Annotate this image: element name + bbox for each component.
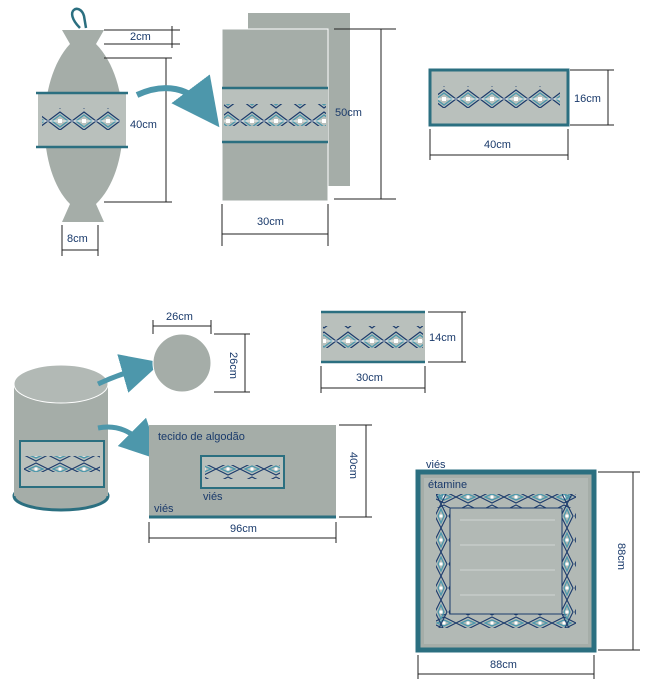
side-panel-height: 40cm [347,452,359,479]
square-border-right [562,494,576,628]
side-panel-title: tecido de algodão [158,431,245,443]
square-cloth-width: 88cm [490,659,517,671]
gift-bag-bottom-width: 8cm [67,233,88,245]
gift-bag [36,7,128,222]
embroidery-strip-dimensions: 16cm 40cm [429,69,614,160]
cylinder-lid-height: 26cm [227,352,239,379]
fabric-panel-dimensions: 50cm 30cm [221,28,396,246]
cotton-side-panel: tecido de algodão viés viés [149,425,336,519]
square-cloth-dimensions: 88cm 88cm [417,471,640,679]
fabric-panel [221,13,350,202]
cylinder-top [13,364,109,404]
cylinder-embroidery [24,456,100,472]
curved-arrow-icon [96,354,162,393]
embroidery-strip-height: 16cm [574,93,601,105]
square-border-bottom [436,614,576,628]
fabric-panel-embroidery [224,104,326,126]
square-border-left [436,494,450,628]
small-strip-height: 14cm [429,332,456,344]
small-embroidery-strip [321,310,425,364]
square-cloth-bias: viés [426,459,446,471]
embroidery-strip-motif [438,86,560,108]
curved-arrow-icon [135,74,220,128]
curved-arrow-icon [97,417,161,461]
square-cloth: viés étamine [415,459,597,653]
gift-bag-dimensions: 2cm 40cm 8cm [61,26,180,256]
cylinder-lid-width: 26cm [166,311,193,323]
gift-bag-loop [71,7,88,29]
side-panel-embroidery [205,465,280,479]
small-strip-dimensions: 14cm 30cm [320,311,466,393]
cylinder-lid-dimensions: 26cm 26cm [152,311,250,393]
side-panel-dimensions: 40cm 96cm [148,424,372,543]
side-panel-width: 96cm [230,523,257,535]
small-strip-motif [323,326,423,348]
square-cloth-height: 88cm [615,543,627,570]
gift-bag-top-width: 2cm [130,31,151,43]
fabric-cylinder [12,364,110,512]
gift-bag-height: 40cm [130,119,157,131]
cylinder-lid [152,333,212,393]
gift-bag-embroidery [42,108,120,130]
square-border-top [436,494,576,508]
square-cloth-fabric: étamine [428,479,467,491]
fabric-panel-width: 30cm [257,216,284,228]
embroidery-strip [428,68,570,127]
small-strip-width: 30cm [356,372,383,384]
embroidery-strip-width: 40cm [484,139,511,151]
fabric-panel-height: 50cm [335,107,362,119]
side-panel-bias-outer: viés [154,503,174,515]
side-panel-bias-inner: viés [203,491,223,503]
